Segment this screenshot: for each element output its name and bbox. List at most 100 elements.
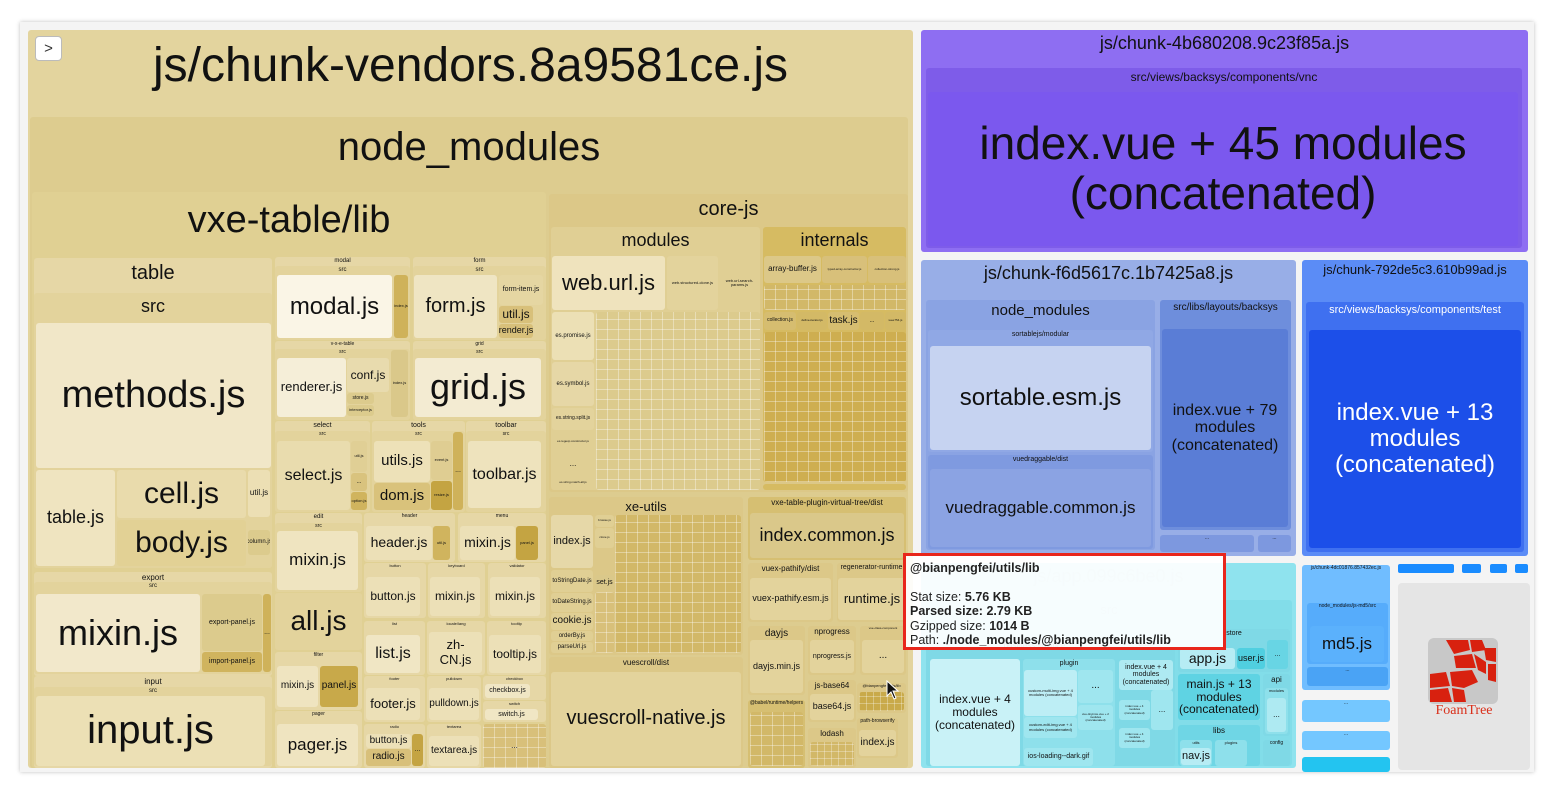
internals-more-module[interactable]: ...: [860, 312, 884, 330]
column-js-module[interactable]: column.js: [248, 530, 270, 555]
base-index3-module[interactable]: index.vue + 4 modules (concatenated): [1119, 728, 1150, 748]
list-js-module[interactable]: list.js: [366, 635, 420, 673]
all-js-module[interactable]: all.js: [275, 593, 362, 650]
dense-modules-module[interactable]: [810, 742, 854, 766]
zh-cn-js-module[interactable]: zh-CN.js: [429, 632, 482, 673]
conf-js-module[interactable]: conf.js: [347, 358, 389, 392]
dense-modules-module[interactable]: [596, 312, 760, 490]
dense-modules-module[interactable]: [764, 285, 906, 310]
dense-modules-module[interactable]: [1302, 757, 1390, 772]
radio-js-module[interactable]: radio.js: [366, 749, 411, 766]
api-more-module[interactable]: ...: [1267, 698, 1286, 732]
vxe-more-module[interactable]: ...: [483, 724, 546, 768]
footer-js-module[interactable]: footer.js: [366, 688, 420, 720]
base64-js-module[interactable]: base64.js: [810, 694, 854, 720]
nav-js-module[interactable]: nav.js: [1181, 748, 1211, 765]
path-index-js-module[interactable]: index.js: [859, 730, 896, 756]
sidebar-toggle-button[interactable]: >: [35, 36, 62, 61]
input-js-module[interactable]: input.js: [36, 696, 265, 766]
es-regexp-constructor-js-module[interactable]: es.regexp.constructor.js: [552, 431, 594, 453]
body-js-module[interactable]: body.js: [117, 520, 246, 566]
web-url-js-module[interactable]: web.url.js: [552, 256, 665, 310]
typed-array-constructor-js-module[interactable]: typed-array-constructor.js: [822, 256, 867, 283]
f6-more1-group[interactable]: ...: [1160, 535, 1254, 552]
header-js-module[interactable]: header.js: [366, 526, 432, 560]
validator-mixin-js-module[interactable]: mixin.js: [490, 577, 540, 616]
small-chunk-bar[interactable]: [1398, 564, 1454, 573]
keyboard-mixin-js-module[interactable]: mixin.js: [430, 577, 480, 616]
vuescroll-native-js-module[interactable]: vuescroll-native.js: [551, 672, 741, 766]
collection-strong-js-module[interactable]: collection-strong.js: [868, 256, 906, 283]
menu-panel-js-module[interactable]: panel.js: [516, 526, 538, 560]
md5-more-group[interactable]: ...: [1307, 667, 1388, 686]
tinymce-index-module[interactable]: index.vue + 4 modules (concatenated): [930, 659, 1020, 766]
interceptor-js-module[interactable]: interceptor.js: [347, 405, 374, 416]
filter-mixin-js-module[interactable]: mixin.js: [277, 666, 318, 707]
plugin-more-module[interactable]: ...: [1078, 670, 1113, 703]
toolbar-js-module[interactable]: toolbar.js: [468, 441, 541, 508]
render-js-module[interactable]: render.js: [499, 324, 533, 338]
textarea-js-module[interactable]: textarea.js: [429, 736, 479, 766]
switch-js-module[interactable]: switch.js: [485, 709, 538, 720]
small-chunk1-group[interactable]: ...: [1302, 700, 1390, 722]
vxe-index-js-module[interactable]: index.js: [391, 350, 408, 417]
vue-tinymce-module[interactable]: vue-tinymce.vue + 2 modules (concatenate…: [1078, 705, 1113, 730]
dense-modules-module[interactable]: [764, 332, 906, 482]
edit-mixin-js-module[interactable]: mixin.js: [277, 531, 358, 590]
base-more-module[interactable]: ...: [1151, 690, 1173, 730]
utils-js-module[interactable]: utils.js: [374, 441, 430, 482]
dom-js-module[interactable]: dom.js: [374, 483, 430, 510]
cell-js-module[interactable]: cell.js: [117, 470, 246, 518]
ieee754-js-module[interactable]: ieee754.js: [885, 312, 906, 330]
browse-js-module[interactable]: browse.js: [595, 515, 614, 527]
select-js-module[interactable]: select.js: [277, 441, 350, 510]
modules-more-module[interactable]: ...: [552, 454, 594, 474]
table-js-module[interactable]: table.js: [36, 470, 115, 566]
form-js-module[interactable]: form.js: [414, 275, 497, 338]
md5-js-module[interactable]: md5.js: [1310, 626, 1384, 662]
export-panel-js-module[interactable]: export-panel.js: [202, 594, 262, 651]
header-util-js-module[interactable]: util.js: [433, 526, 450, 560]
tools-more-module[interactable]: ...: [453, 432, 463, 510]
vcc-more-module[interactable]: ...: [862, 640, 904, 673]
es-string-match-all-js-module[interactable]: es.string.match-all.js: [552, 475, 594, 490]
filter-panel-js-module[interactable]: panel.js: [320, 666, 358, 707]
user-js-module[interactable]: user.js: [1237, 648, 1265, 669]
small-chunk-bar[interactable]: [1515, 564, 1528, 573]
form-item-js-module[interactable]: form-item.js: [499, 275, 543, 305]
dense-modules-module[interactable]: [750, 712, 803, 766]
to-date-string-js-module[interactable]: toDateString.js: [551, 593, 593, 612]
ios-loading-gif-module[interactable]: ios-loading--dark.gif: [1024, 748, 1093, 766]
app-js-module[interactable]: app.js: [1180, 648, 1235, 669]
set-js-module[interactable]: set.js: [595, 575, 614, 590]
menu-mixin-js-module[interactable]: mixin.js: [460, 526, 515, 560]
es-symbol-js-module[interactable]: es.symbol.js: [552, 362, 594, 406]
collection-js-module[interactable]: collection.js: [764, 312, 796, 330]
dense-modules-module[interactable]: [595, 592, 614, 653]
renderer-js-module[interactable]: renderer.js: [277, 358, 346, 417]
export-more-module[interactable]: ...: [263, 594, 271, 672]
store-js-module[interactable]: store.js: [347, 393, 374, 404]
select-util-js-module[interactable]: util.js: [351, 441, 367, 472]
clone-js-module[interactable]: clone.js: [595, 528, 614, 548]
import-panel-js-module[interactable]: import-panel.js: [202, 652, 262, 672]
array-buffer-js-module[interactable]: array-buffer.js: [764, 256, 821, 283]
pulldown-js-module[interactable]: pulldown.js: [429, 688, 479, 720]
vuex-pathify-esm-js-module[interactable]: vuex-pathify.esm.js: [750, 578, 831, 620]
small-chunk-bar[interactable]: [1462, 564, 1481, 573]
dense-modules-module[interactable]: [615, 515, 741, 653]
dayjs-min-js-module[interactable]: dayjs.min.js: [750, 640, 803, 693]
nprogress-js-module[interactable]: nprogress.js: [810, 640, 854, 673]
es-string-split-js-module[interactable]: es.string.split.js: [552, 408, 594, 430]
small-chunk-bar[interactable]: [1490, 564, 1507, 573]
parse-url-js-module[interactable]: parseUrl.js: [551, 642, 593, 653]
resize-js-module[interactable]: resize.js: [431, 481, 452, 510]
radio-more-module[interactable]: ...: [412, 734, 423, 766]
export-mixin-js-module[interactable]: mixin.js: [36, 594, 200, 672]
plugins-group[interactable]: plugins: [1215, 740, 1247, 766]
custom-edit-img-module[interactable]: custom-edit-img.vue + 4 modules (concate…: [1024, 717, 1077, 738]
small-chunk2-group[interactable]: ...: [1302, 731, 1390, 750]
button-js-module[interactable]: button.js: [366, 577, 420, 616]
custom-multi-img-module[interactable]: custom-multi-img.vue + 4 modules (concat…: [1024, 670, 1077, 716]
define-iterator-js-module[interactable]: define-iterator.js: [797, 312, 827, 330]
